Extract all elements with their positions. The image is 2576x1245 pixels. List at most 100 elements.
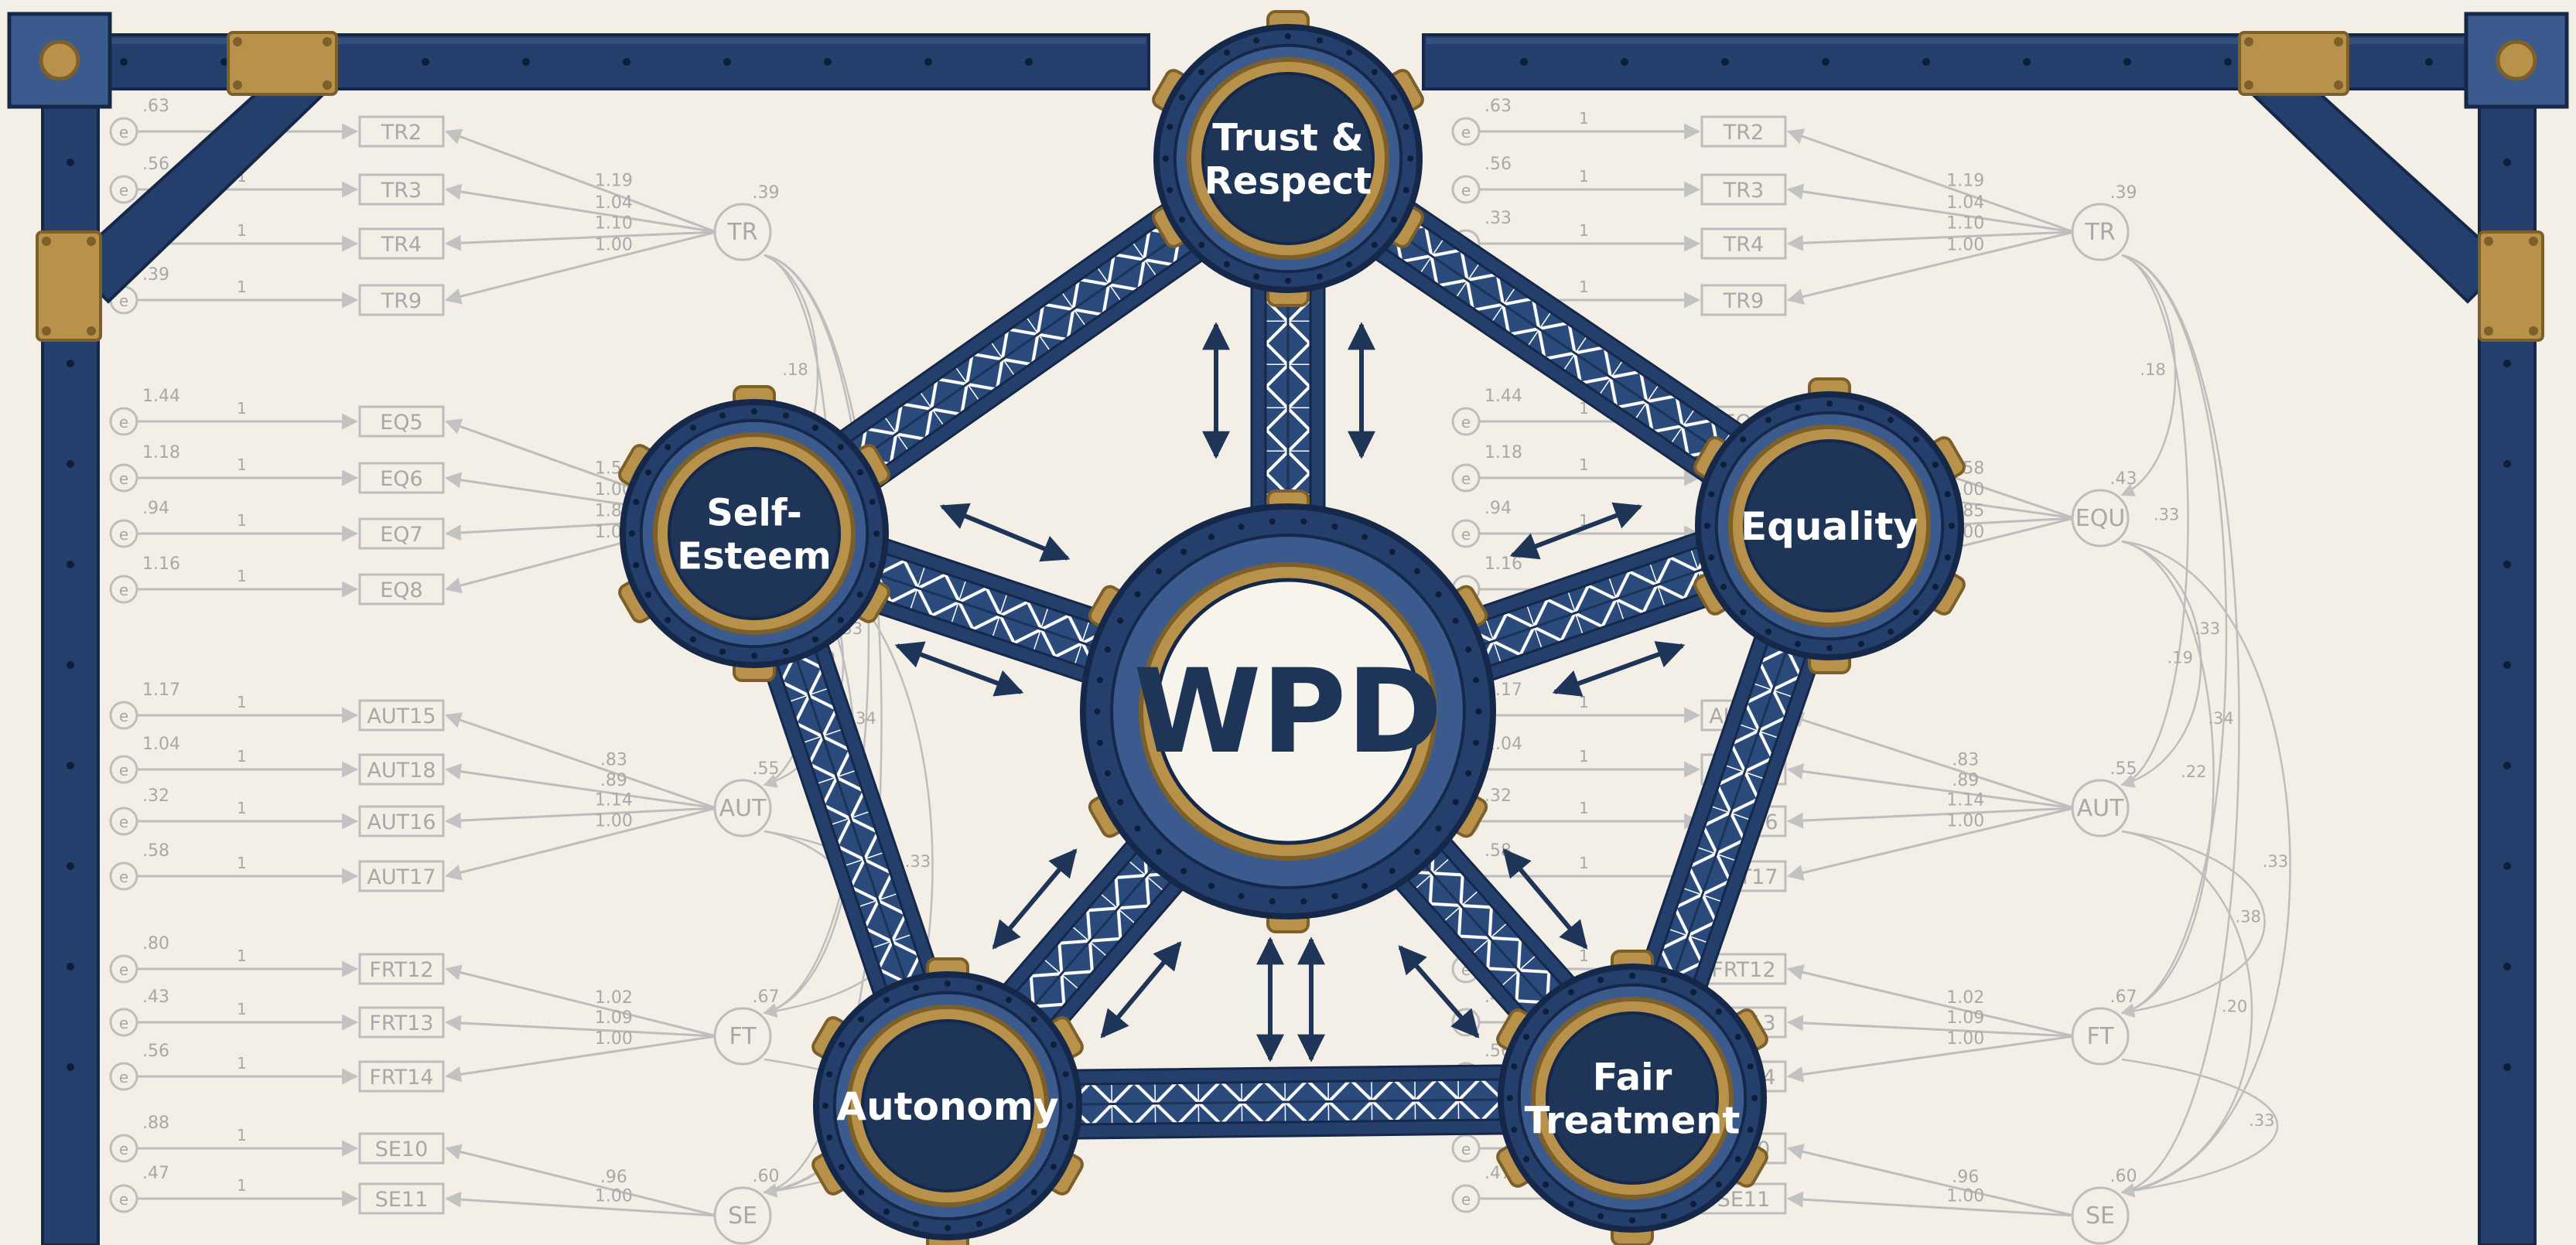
covariance-arc bbox=[2120, 540, 2291, 1198]
loading-label: 1.14 bbox=[1946, 790, 1984, 810]
latent-circle bbox=[713, 1007, 772, 1066]
rivet bbox=[1062, 1071, 1069, 1078]
rivet bbox=[1949, 523, 1956, 529]
rivet bbox=[1316, 273, 1323, 280]
rivet bbox=[723, 58, 731, 66]
node-fair-treatment-face bbox=[1546, 1011, 1719, 1185]
error-label: e bbox=[119, 1068, 128, 1086]
fixed-path-label: 1 bbox=[1579, 455, 1589, 474]
loading-path bbox=[444, 807, 717, 881]
rivet bbox=[869, 499, 876, 506]
rivet bbox=[782, 412, 789, 419]
latent-variance: .55 bbox=[753, 759, 780, 779]
rivet bbox=[664, 616, 671, 623]
rivet bbox=[975, 1220, 982, 1227]
loading-label: 1.02 bbox=[1946, 988, 1984, 1008]
rivet bbox=[751, 653, 757, 660]
rivet bbox=[1390, 217, 1397, 223]
loading-path bbox=[444, 763, 717, 810]
node-self-esteem: Self-Esteem bbox=[618, 385, 890, 682]
loading-path bbox=[1786, 183, 2075, 234]
node-trust-respect-label-line: Trust & bbox=[1212, 116, 1363, 159]
error-variance: 1.44 bbox=[142, 387, 180, 406]
arrow-equality-1 bbox=[1509, 502, 1643, 560]
rivet bbox=[1523, 1156, 1530, 1163]
rivet bbox=[2123, 58, 2131, 66]
rivet bbox=[1285, 32, 1291, 39]
error-variance: .94 bbox=[142, 499, 169, 518]
error-label: e bbox=[119, 469, 128, 488]
rivet bbox=[633, 499, 640, 506]
covariance-label: .22 bbox=[2181, 762, 2206, 781]
rivet bbox=[1473, 677, 1480, 684]
error-label: e bbox=[119, 581, 128, 599]
indicator-label: TR9 bbox=[1723, 289, 1764, 313]
rivet bbox=[826, 1134, 833, 1141]
fixed-path-label: 1 bbox=[1579, 693, 1589, 711]
rivet bbox=[689, 636, 696, 643]
error-circle bbox=[1451, 463, 1481, 493]
rivet bbox=[1734, 1156, 1741, 1163]
loading-path bbox=[444, 230, 717, 251]
loading-path bbox=[445, 128, 717, 234]
loading-label: 1.00 bbox=[595, 811, 633, 831]
fixed-path-label: 1 bbox=[237, 693, 247, 711]
error-variance: .56 bbox=[1484, 155, 1512, 174]
error-variance: .43 bbox=[142, 987, 169, 1007]
latent-label: AUT bbox=[2077, 795, 2124, 822]
error-variance: .56 bbox=[142, 1042, 169, 1061]
rivet bbox=[645, 469, 652, 476]
rivet bbox=[1269, 518, 1276, 525]
indicator-label: EQ8 bbox=[380, 578, 423, 602]
rivet bbox=[628, 530, 635, 537]
rivet bbox=[1523, 1033, 1530, 1040]
loading-label: 1.09 bbox=[595, 1008, 633, 1028]
fixed-path-label: 1 bbox=[1579, 747, 1589, 766]
rivet bbox=[873, 530, 880, 537]
rivet bbox=[913, 1220, 920, 1227]
latent-circle bbox=[2071, 203, 2130, 261]
latent-label: EQU bbox=[2075, 505, 2126, 532]
rivet bbox=[1473, 739, 1480, 746]
rivet bbox=[1567, 1200, 1574, 1207]
covariance-arc bbox=[2120, 254, 2177, 496]
rivet bbox=[883, 1208, 890, 1215]
indicator-box bbox=[358, 173, 445, 206]
rivet bbox=[645, 592, 652, 599]
rivet bbox=[812, 425, 819, 431]
indicator-box bbox=[358, 284, 445, 316]
indicator-label: EQ7 bbox=[380, 523, 423, 547]
rivet bbox=[1912, 609, 1919, 616]
covariance-label: .34 bbox=[2208, 709, 2233, 728]
error-circle bbox=[109, 755, 138, 784]
fixed-path-label: 1 bbox=[237, 567, 247, 585]
rivet bbox=[1708, 491, 1715, 498]
rivet bbox=[1765, 628, 1771, 635]
error-circle bbox=[1451, 519, 1481, 548]
rivet bbox=[924, 58, 932, 66]
rivet bbox=[1857, 640, 1864, 647]
rivet bbox=[1708, 554, 1715, 561]
error-circle bbox=[109, 701, 138, 730]
rivet bbox=[1660, 1213, 1667, 1219]
rivet bbox=[1208, 882, 1215, 889]
latent-variance: .60 bbox=[2110, 1167, 2137, 1186]
rivet bbox=[1567, 989, 1574, 996]
error-circle bbox=[109, 1184, 138, 1213]
loading-path bbox=[444, 964, 717, 1038]
indicator-box bbox=[358, 1132, 445, 1165]
covariance-arc bbox=[2120, 1058, 2279, 1198]
error-label: e bbox=[119, 525, 128, 544]
rivet bbox=[839, 1041, 846, 1048]
rivet bbox=[664, 444, 671, 451]
brass-plate-left-column bbox=[36, 230, 102, 342]
indicator-box bbox=[1700, 173, 1787, 206]
loading-label: .89 bbox=[600, 771, 627, 790]
fixed-path-label: 1 bbox=[1579, 221, 1589, 240]
indicator-label: EQ6 bbox=[380, 467, 423, 491]
node-self-esteem-face bbox=[668, 447, 841, 620]
rivet bbox=[1238, 892, 1245, 899]
rivet bbox=[1006, 997, 1013, 1004]
bolt bbox=[87, 237, 96, 246]
